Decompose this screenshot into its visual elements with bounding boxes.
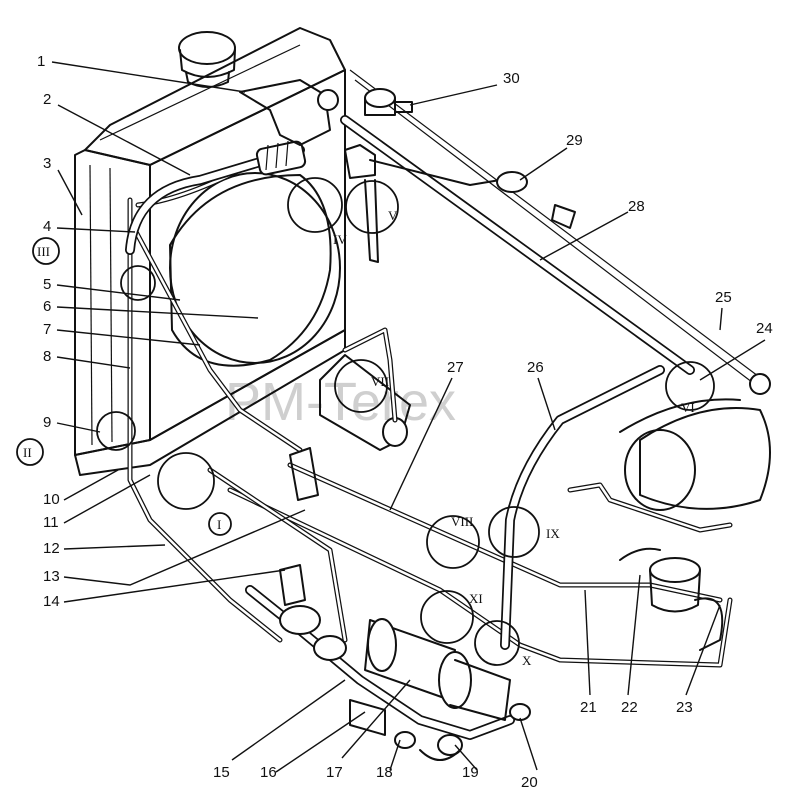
fine-filter xyxy=(619,547,724,651)
label-26: 26 xyxy=(527,359,544,376)
leader-lines xyxy=(51,61,766,773)
label-19: 19 xyxy=(462,764,479,781)
label-29: 29 xyxy=(566,132,583,149)
detail-label-IV: IV xyxy=(333,232,347,247)
label-11: 11 xyxy=(43,514,59,531)
label-22: 22 xyxy=(621,699,638,716)
part-labels: 1 2 3 4 5 6 7 8 9 10 11 12 13 14 15 16 1… xyxy=(37,53,773,791)
detail-label-VII: VII xyxy=(371,374,389,389)
label-28: 28 xyxy=(628,198,645,215)
lower-pump xyxy=(245,585,531,761)
label-1: 1 xyxy=(37,53,45,70)
label-24: 24 xyxy=(756,320,773,337)
detail-labels: I II III IV V VI VII VIII IX X XI xyxy=(16,208,695,668)
label-9: 9 xyxy=(43,414,51,431)
label-10: 10 xyxy=(43,491,60,508)
top-valve xyxy=(344,88,528,263)
detail-label-III: III xyxy=(37,244,50,259)
detail-label-VIII: VIII xyxy=(451,514,473,529)
label-6: 6 xyxy=(43,298,51,315)
label-8: 8 xyxy=(43,348,51,365)
label-27: 27 xyxy=(447,359,464,376)
label-23: 23 xyxy=(676,699,693,716)
detail-label-II: II xyxy=(23,445,32,460)
label-18: 18 xyxy=(376,764,393,781)
detail-label-VI: VI xyxy=(681,400,695,415)
detail-circles xyxy=(96,177,715,666)
label-20: 20 xyxy=(521,774,538,791)
label-12: 12 xyxy=(43,540,60,557)
label-30: 30 xyxy=(503,70,520,87)
label-4: 4 xyxy=(43,218,51,235)
label-14: 14 xyxy=(43,593,60,610)
middle-lines xyxy=(207,447,733,668)
coarse-filter xyxy=(319,327,411,451)
label-15: 15 xyxy=(213,764,230,781)
detail-label-IX: IX xyxy=(546,526,560,541)
label-3: 3 xyxy=(43,155,51,172)
label-2: 2 xyxy=(43,91,51,108)
upper-hose xyxy=(125,79,339,255)
label-13: 13 xyxy=(43,568,60,585)
detail-label-XI: XI xyxy=(469,591,483,606)
long-fuel-line xyxy=(340,69,771,395)
line-26 xyxy=(500,365,665,650)
detail-label-V: V xyxy=(388,208,398,223)
label-16: 16 xyxy=(260,764,277,781)
fan-shroud xyxy=(169,172,341,367)
label-7: 7 xyxy=(43,321,51,338)
right-tank xyxy=(567,398,771,533)
detail-label-X: X xyxy=(522,653,532,668)
label-5: 5 xyxy=(43,276,51,293)
label-21: 21 xyxy=(580,699,597,716)
detail-label-I: I xyxy=(217,517,221,532)
label-25: 25 xyxy=(715,289,732,306)
label-17: 17 xyxy=(326,764,343,781)
radiator xyxy=(74,27,346,476)
